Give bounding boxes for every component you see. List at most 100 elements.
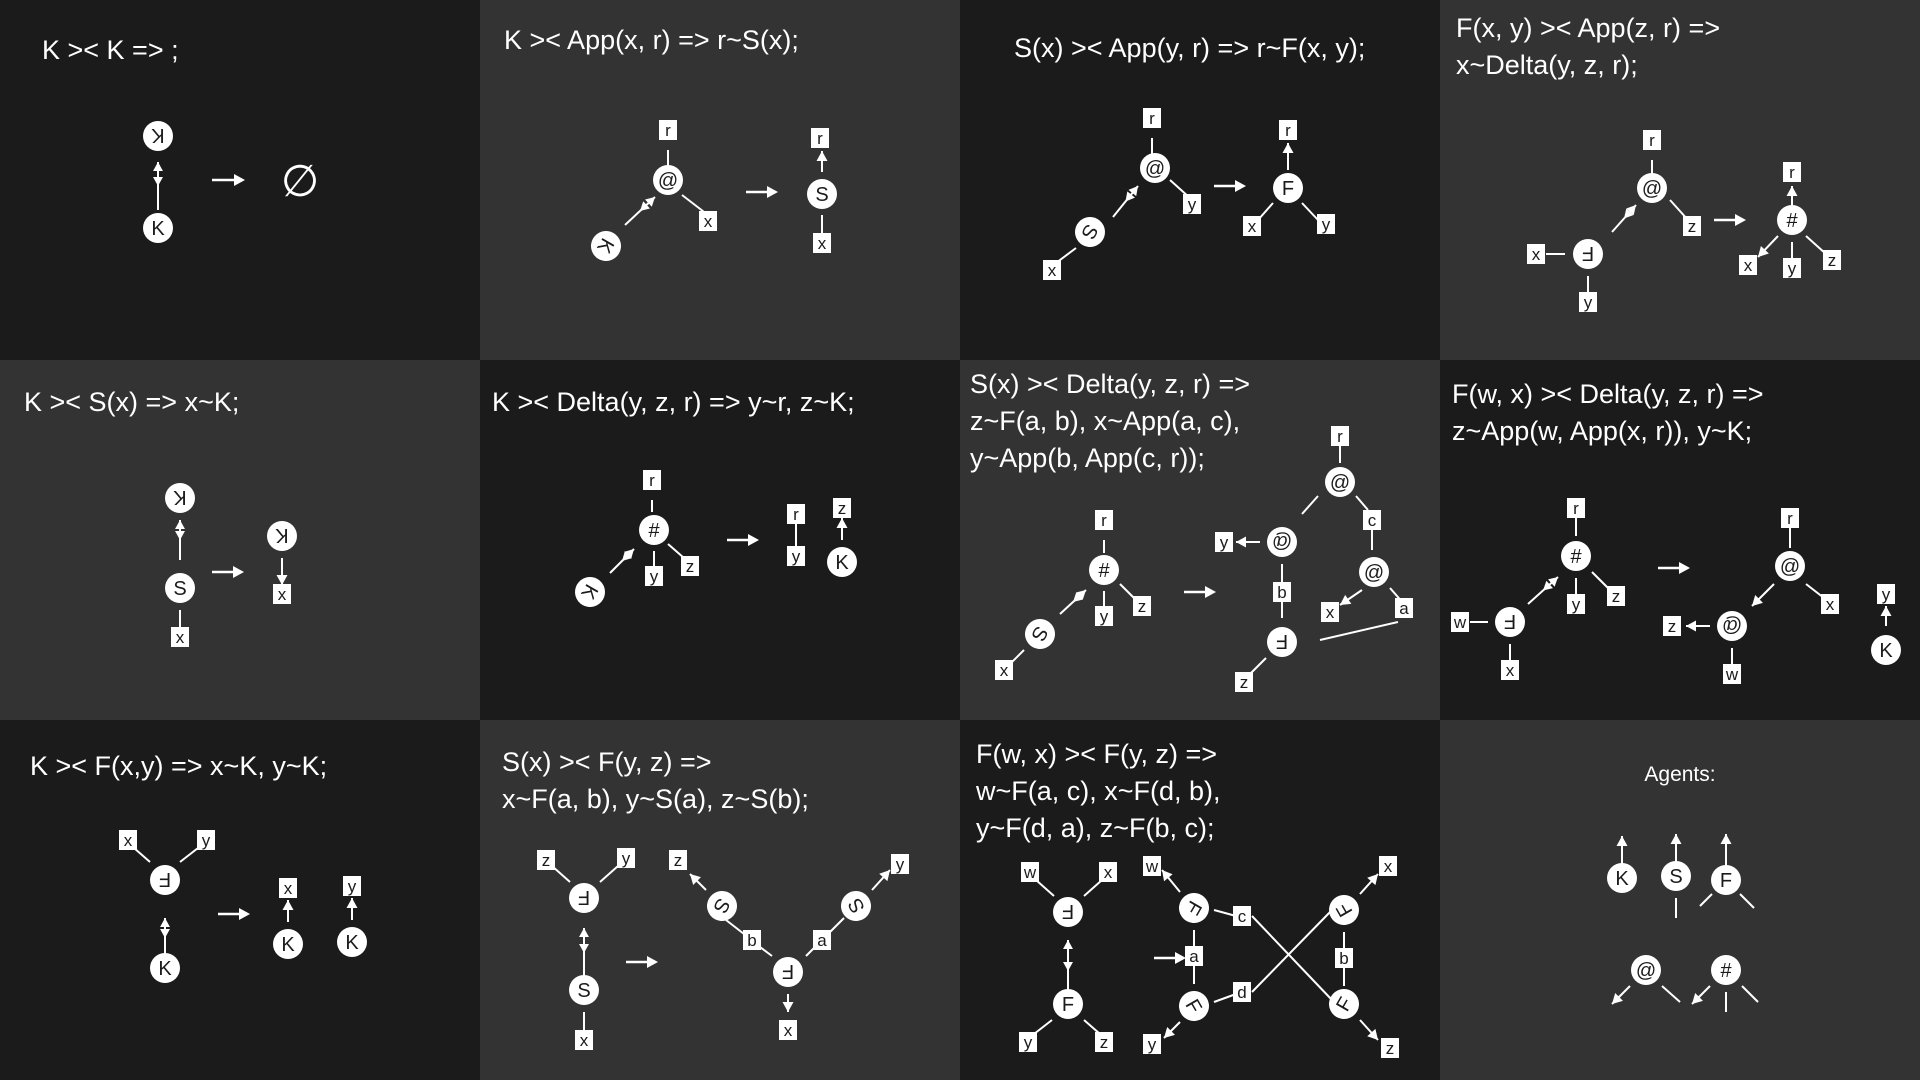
wire — [725, 919, 745, 935]
svg-text:y: y — [896, 855, 905, 874]
wire — [1119, 583, 1137, 601]
formula-line: x~Delta(y, z, r); — [1456, 50, 1638, 80]
wire — [1805, 235, 1827, 255]
port-box: x — [273, 584, 291, 604]
port-box: a — [1395, 598, 1413, 618]
wire — [1739, 893, 1755, 909]
svg-text:x: x — [1744, 256, 1753, 275]
svg-text:r: r — [665, 121, 671, 140]
port-box: r — [1279, 120, 1297, 140]
agent-node-f: F — [1329, 989, 1359, 1019]
port-box: x — [699, 211, 717, 231]
agent-node-s: S — [707, 891, 737, 921]
wire — [1786, 186, 1798, 208]
agent-node-app: @ — [653, 165, 683, 195]
agent-node-f: F — [773, 957, 803, 987]
formula-line: S(x) >< Delta(y, z, r) => — [970, 369, 1251, 399]
agent-node-k: K — [337, 927, 367, 957]
wire — [1213, 909, 1237, 917]
agent-symbol: K — [151, 124, 165, 146]
port-box: y — [1143, 1034, 1161, 1054]
wire — [551, 865, 571, 883]
agent-node-k: K — [591, 231, 621, 261]
svg-text:a: a — [1189, 947, 1199, 966]
agent-node-k: K — [827, 547, 857, 577]
rule-cell-4: F(x, y) >< App(z, r) => x~Delta(y, z, r);… — [1440, 0, 1920, 360]
agent-node-k: K — [165, 483, 195, 513]
port-box: x — [1739, 255, 1757, 275]
agent-node-delta: # — [1089, 555, 1119, 585]
port-box: z — [1823, 250, 1841, 270]
wire — [1757, 235, 1779, 258]
agent-symbol: F — [159, 868, 171, 890]
principal-connection — [579, 928, 589, 978]
svg-text:y: y — [348, 877, 357, 896]
wire — [1741, 985, 1759, 1003]
port-box: a — [1185, 946, 1203, 966]
rule-formula: S(x) >< App(y, r) => r~F(x, y); — [1014, 30, 1365, 67]
principal-connection — [1112, 185, 1139, 218]
port-box: y — [1317, 214, 1335, 234]
rewrite-arrow — [746, 185, 778, 199]
port-box: y — [645, 566, 663, 586]
svg-text:z: z — [1386, 1039, 1395, 1058]
agent-node-f: F — [150, 865, 180, 895]
agent-node-f: F — [1329, 895, 1359, 925]
svg-text:w: w — [1023, 863, 1037, 882]
wire — [282, 900, 294, 922]
svg-text:z: z — [1828, 251, 1837, 270]
port-box: w — [1451, 612, 1469, 632]
wire — [1251, 915, 1333, 1001]
rewrite-arrow — [212, 173, 245, 187]
formula-line: F(x, y) >< App(z, r) => — [1456, 13, 1721, 43]
svg-text:y: y — [1220, 533, 1229, 552]
agent-node-k: K — [143, 121, 173, 151]
svg-text:x: x — [818, 234, 827, 253]
rewrite-arrow — [626, 955, 658, 969]
port-box: r — [1781, 508, 1799, 528]
port-box: y — [343, 876, 361, 896]
svg-text:x: x — [278, 585, 287, 604]
wire — [1669, 199, 1689, 221]
port-box: r — [1643, 130, 1661, 150]
rule-cell-11: F(w, x) >< F(y, z) =>w~F(a, c), x~F(d, b… — [960, 720, 1440, 1080]
svg-text:z: z — [674, 851, 683, 870]
rewrite-arrow — [218, 907, 250, 921]
agent-symbol: @ — [1636, 960, 1656, 982]
port-box: b — [1273, 582, 1291, 602]
svg-text:x: x — [580, 1031, 589, 1050]
wire — [1691, 985, 1711, 1005]
wire — [1661, 985, 1681, 1003]
port-box: y — [1215, 532, 1233, 552]
svg-text:r: r — [1573, 499, 1579, 518]
formula-line: z~App(w, App(x, r)), y~K; — [1452, 416, 1753, 446]
agent-node-f: F — [1053, 989, 1083, 1019]
svg-text:x: x — [1506, 661, 1515, 680]
agent-symbol: # — [648, 520, 660, 542]
agent-node-app: @ — [1325, 467, 1355, 497]
agent-symbol: @ — [1780, 556, 1800, 578]
rule-formula: K >< K => ; — [42, 32, 179, 69]
svg-text:w: w — [1725, 665, 1739, 684]
svg-text:w: w — [1145, 857, 1159, 876]
port-box: y — [1567, 594, 1585, 614]
port-box: r — [659, 120, 677, 140]
agent-symbol: # — [1786, 210, 1798, 232]
port-box: y — [1877, 584, 1895, 604]
wire — [276, 558, 288, 585]
agent-node-f: F — [1273, 173, 1303, 203]
agent-node-delta: # — [1561, 541, 1591, 571]
agent-node-f: F — [1573, 239, 1603, 269]
wire — [1083, 879, 1103, 897]
agent-node-s: S — [569, 975, 599, 1005]
wire — [133, 847, 151, 863]
agent-symbol: @ — [1272, 530, 1292, 552]
svg-text:x: x — [124, 831, 133, 850]
